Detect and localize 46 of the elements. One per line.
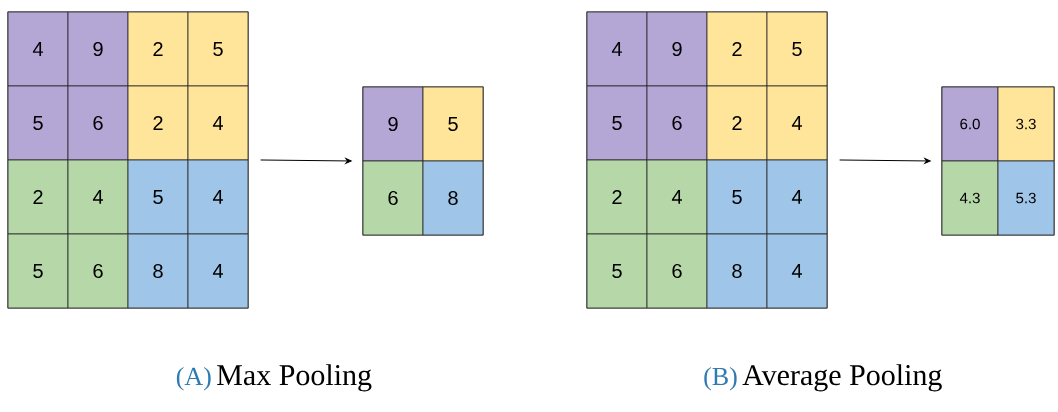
grid-cell: 6 [67, 85, 129, 161]
grid-cell: 2 [586, 159, 648, 235]
grid-cell: 2 [706, 11, 768, 87]
grid-cell: 8 [706, 233, 768, 309]
grid-cell: 5 [7, 233, 69, 309]
grid-cell: 2 [127, 11, 189, 87]
grid-cell: 6 [646, 233, 708, 309]
grid-cell: 4 [187, 233, 249, 309]
arrow [839, 158, 931, 164]
grid-cell: 6 [362, 160, 424, 236]
grid-cell: 5 [586, 233, 648, 309]
grid-cell: 4 [187, 85, 249, 161]
grid-cell: 4 [766, 85, 828, 161]
grid-cell: 6 [646, 85, 708, 161]
grid-cell: 6 [67, 233, 129, 309]
caption: Average Pooling [742, 364, 942, 392]
grid-cell: 3.3 [997, 86, 1055, 162]
grid-cell: 2 [706, 85, 768, 161]
grid-cell: 5 [187, 11, 249, 87]
caption-tag: (B) [704, 366, 737, 391]
grid-cell: 2 [7, 159, 69, 235]
grid-cell: 5 [127, 159, 189, 235]
grid-cell: 5 [706, 159, 768, 235]
grid-cell: 8 [127, 233, 189, 309]
grid-cell: 4 [187, 159, 249, 235]
arrow [260, 158, 352, 164]
grid-cell: 5 [766, 11, 828, 87]
grid-cell: 5.3 [997, 160, 1055, 236]
grid-cell: 5 [422, 86, 484, 162]
grid-cell: 4 [7, 11, 69, 87]
grid-cell: 9 [646, 11, 708, 87]
grid-cell: 2 [127, 85, 189, 161]
grid-cell: 5 [586, 85, 648, 161]
grid-cell: 4 [67, 159, 129, 235]
caption-tag: (A) [176, 366, 211, 391]
grid-cell: 5 [7, 85, 69, 161]
grid-cell: 9 [362, 86, 424, 162]
grid-cell: 8 [422, 160, 484, 236]
grid-cell: 9 [67, 11, 129, 87]
grid-cell: 4 [766, 159, 828, 235]
caption: Max Pooling [217, 364, 372, 392]
grid-cell: 4 [586, 11, 648, 87]
grid-cell: 6.0 [941, 86, 999, 162]
grid-cell: 4.3 [941, 160, 999, 236]
grid-cell: 4 [766, 233, 828, 309]
grid-cell: 4 [646, 159, 708, 235]
